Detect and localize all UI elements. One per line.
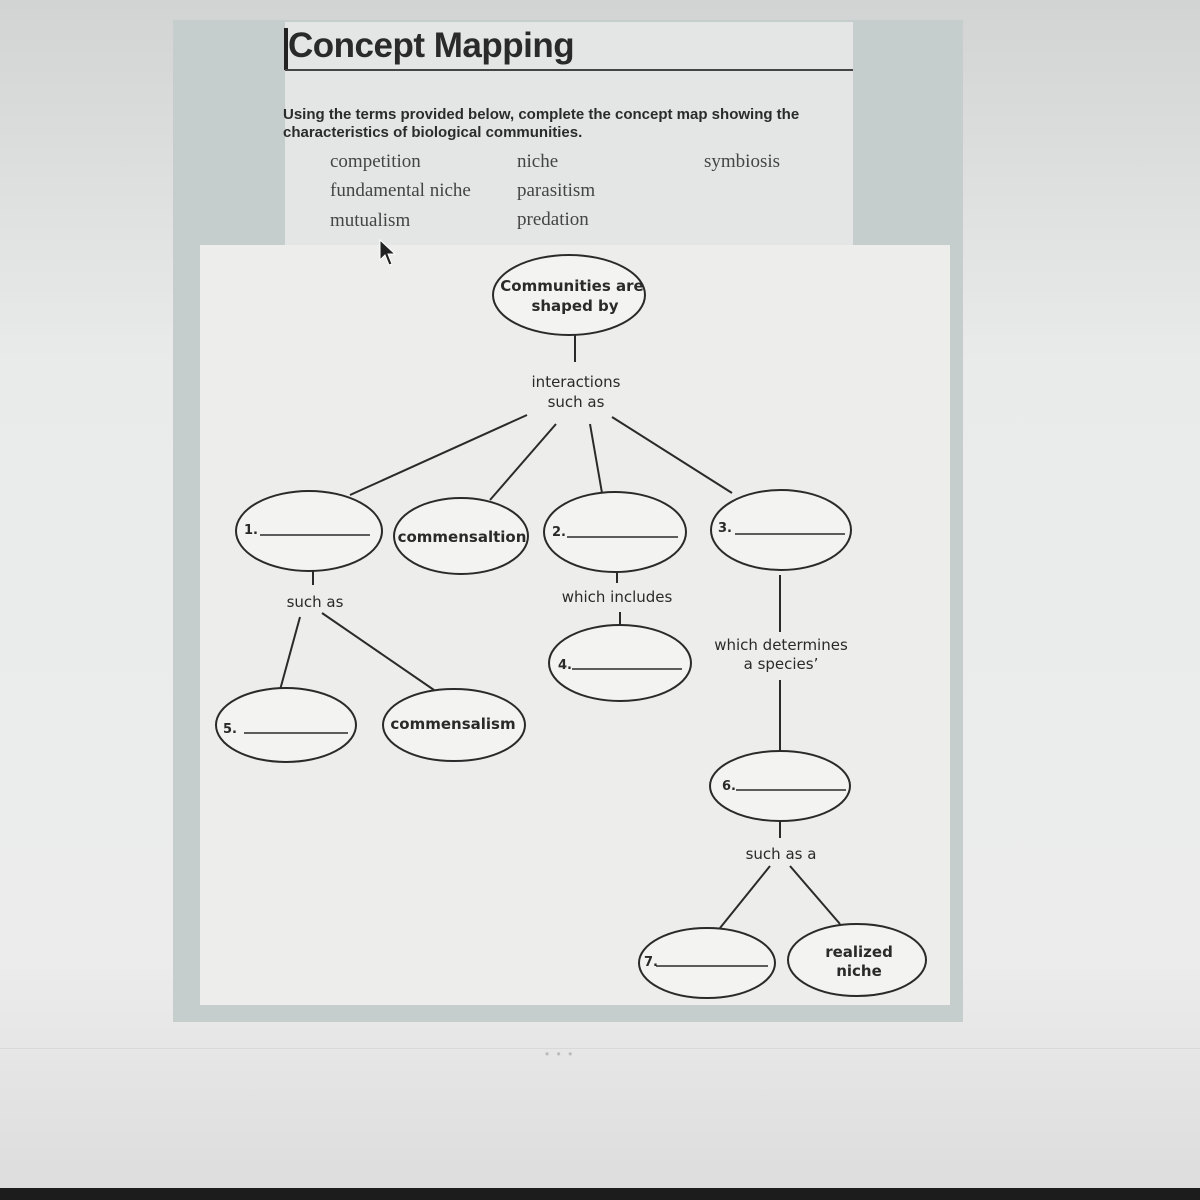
mouse-pointer-icon: [379, 238, 397, 266]
node-root: [492, 254, 646, 336]
pager-dots[interactable]: • • •: [545, 1047, 575, 1061]
connector: [321, 612, 435, 691]
node-number: 7.: [644, 955, 658, 970]
link-label: such as: [287, 593, 344, 611]
link-label: which includes: [562, 588, 673, 606]
term: niche: [517, 151, 559, 172]
node-realized-niche: [787, 923, 927, 997]
instructions: Using the terms provided below, complete…: [283, 106, 800, 141]
title-divider: [285, 69, 853, 71]
node-label: commensaltion: [398, 528, 527, 546]
divider: [0, 1048, 1200, 1049]
term: predation: [517, 209, 589, 230]
text-cursor: [284, 28, 288, 70]
node-number: 6.: [722, 779, 736, 794]
node-number: 5.: [223, 722, 237, 737]
node-1: [235, 490, 383, 572]
connector: [589, 423, 603, 494]
node-5: [215, 687, 357, 763]
answer-blanks: [244, 533, 846, 967]
root-label: Communities are: [500, 277, 643, 295]
screen-bezel: [0, 1188, 1200, 1200]
connector: [611, 416, 733, 494]
term: mutualism: [330, 210, 411, 231]
connector: [789, 865, 841, 925]
diagram-sheet: [200, 245, 950, 1005]
link-label: which determines: [714, 636, 848, 654]
link-label: such as a: [746, 845, 817, 863]
node-number: 4.: [558, 658, 572, 673]
connector: [349, 414, 528, 496]
term: fundamental niche: [330, 180, 471, 201]
term: symbiosis: [704, 151, 781, 172]
connector: [719, 865, 771, 929]
node-4: [548, 624, 692, 702]
node-number: 3.: [718, 521, 732, 536]
header-sheet: [285, 22, 853, 247]
connector: [489, 423, 557, 501]
connectors: [279, 333, 841, 929]
term: competition: [330, 151, 421, 172]
node-2: [543, 491, 687, 573]
connector: [279, 616, 301, 691]
node-number: 1.: [244, 523, 258, 538]
node-commensalism: [382, 688, 526, 762]
page-title: Concept Mapping: [288, 26, 575, 65]
link-label: interactions: [532, 373, 621, 391]
term: parasitism: [517, 180, 596, 201]
node-number: 2.: [552, 525, 566, 540]
nodes: [215, 254, 927, 999]
node-7: [638, 927, 776, 999]
node-commensaltion: [393, 497, 529, 575]
link-label: a species’: [744, 655, 819, 673]
node-3: [710, 489, 852, 571]
node-label: niche: [836, 962, 882, 980]
root-label-2: shaped by: [531, 297, 618, 315]
node-label: realized: [825, 943, 893, 961]
node-6: [709, 750, 851, 822]
node-label: commensalism: [390, 715, 515, 733]
link-label: such as: [548, 393, 605, 411]
